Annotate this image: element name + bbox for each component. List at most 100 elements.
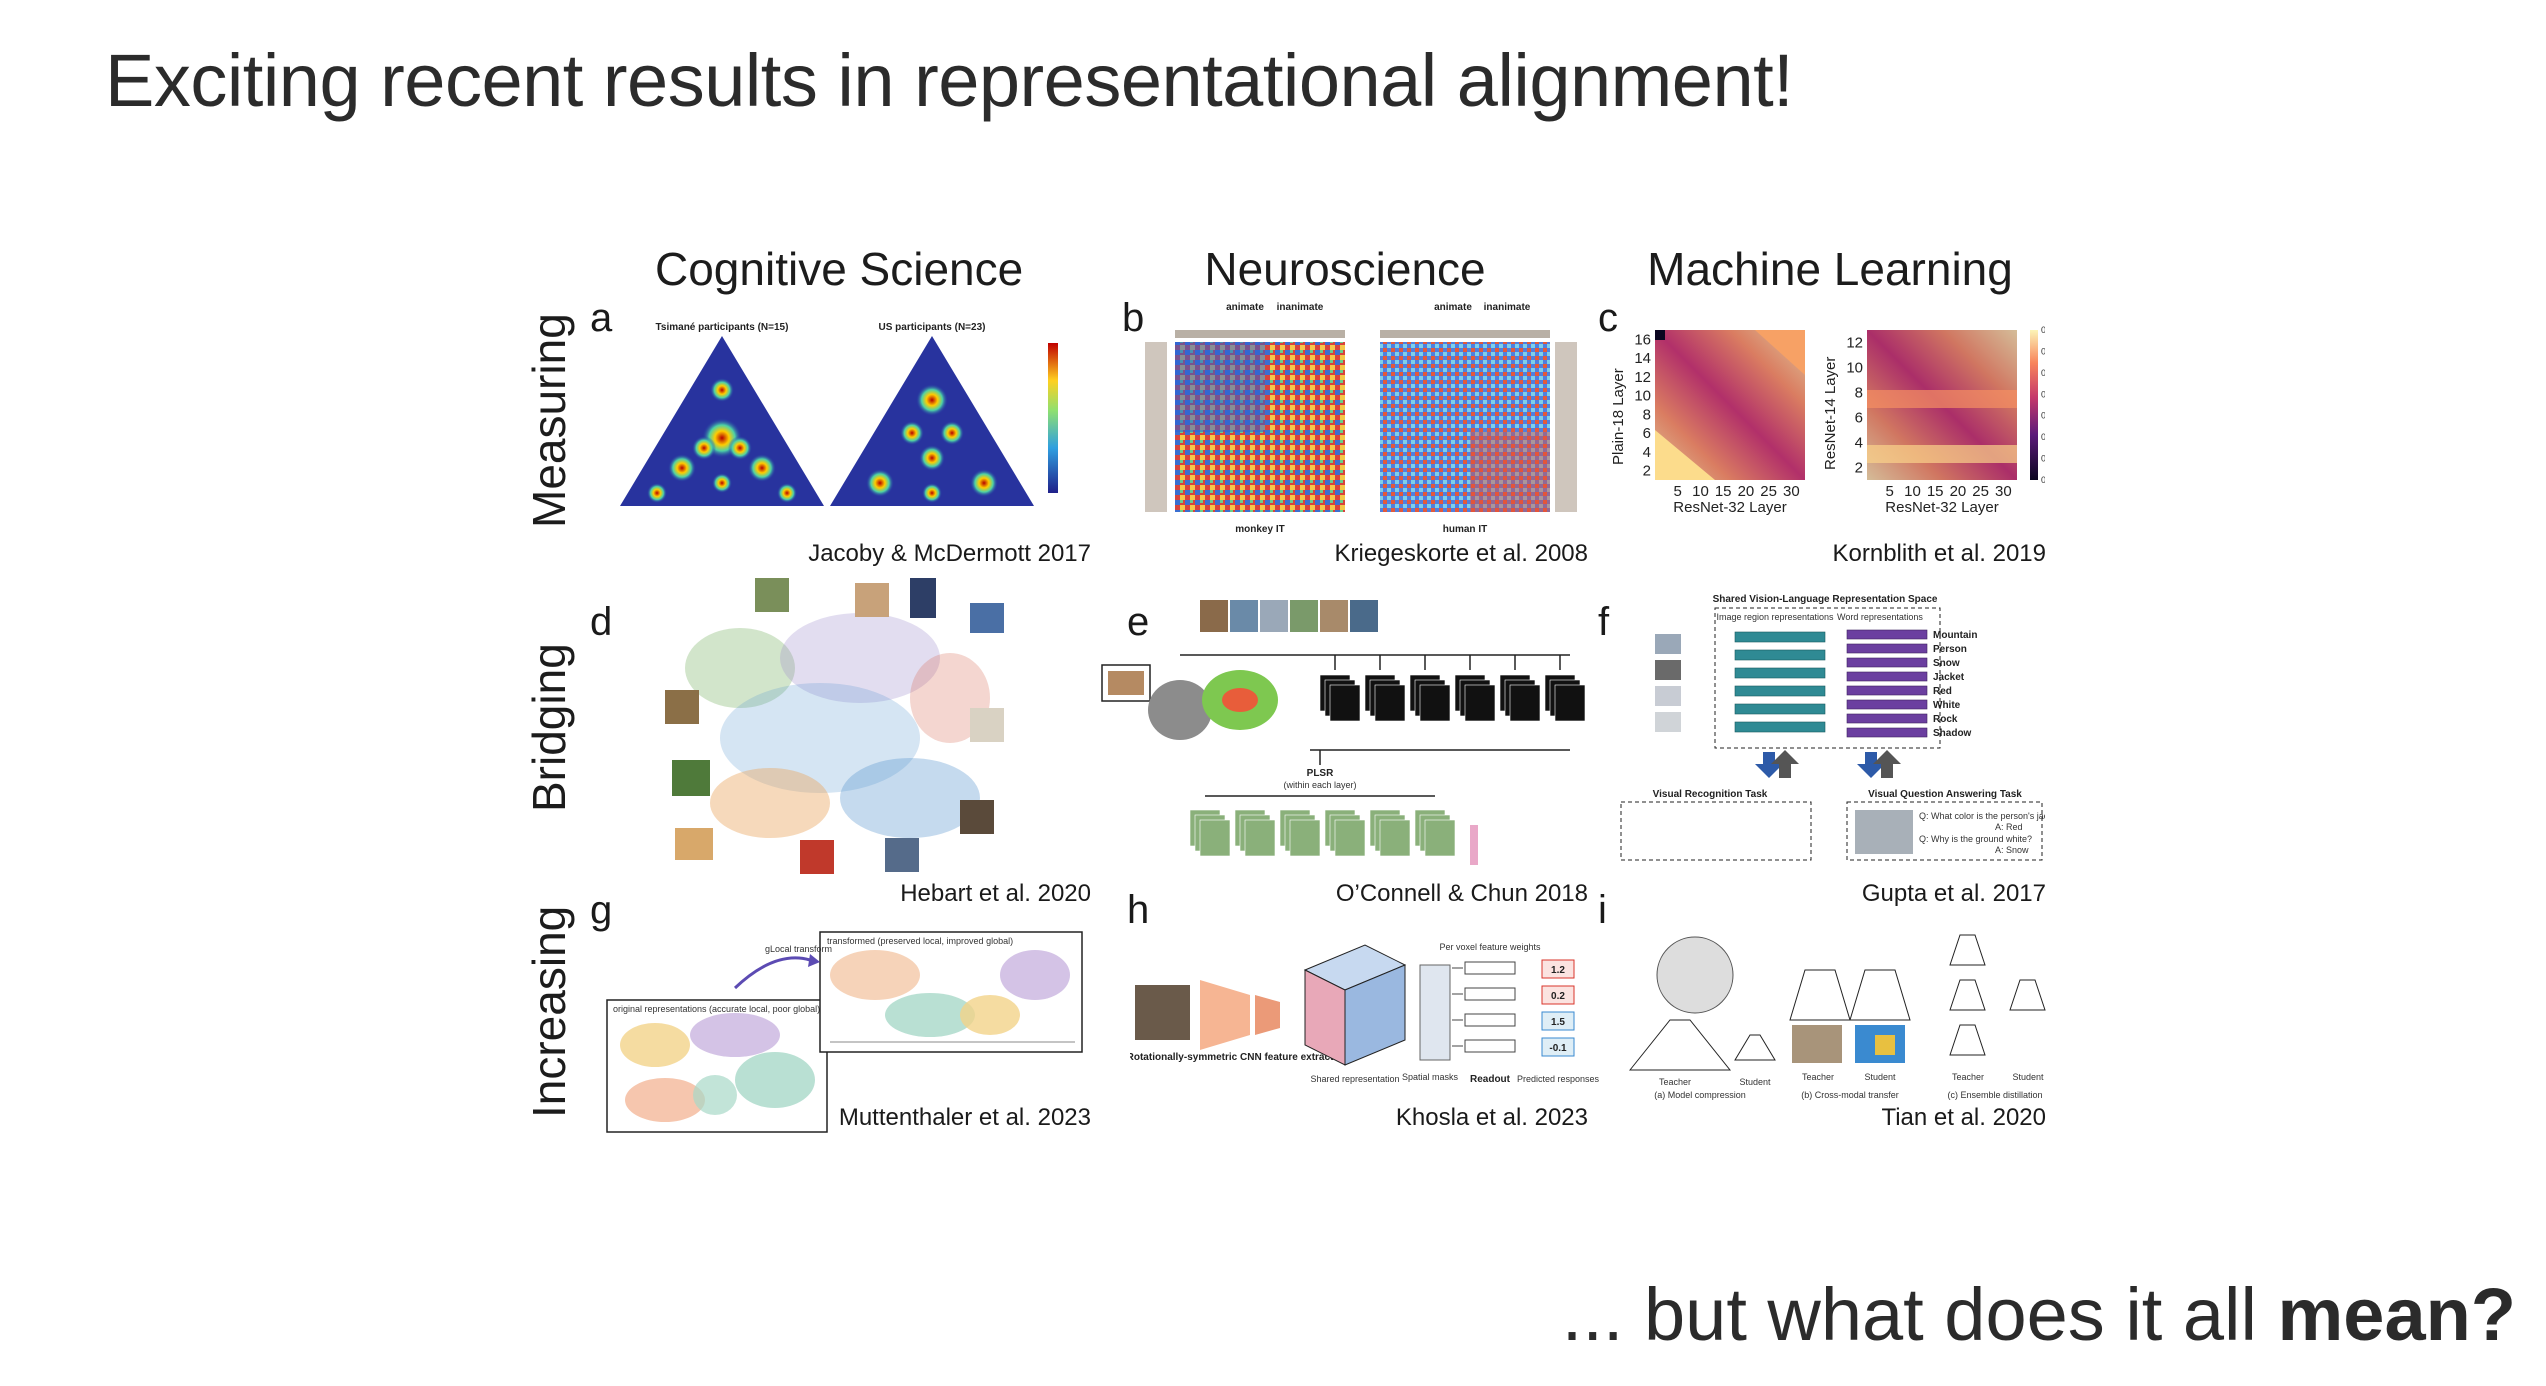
panel-e-citation: O’Connell & Chun 2018	[1335, 880, 1588, 907]
panel-letter-g: g	[590, 888, 613, 932]
panel-a-right-title: US participants (N=23)	[879, 322, 986, 333]
row-header-bridging: Bridging	[523, 643, 575, 812]
panel-c-colorbar-tick: 0.7	[2041, 368, 2045, 378]
panel-letter-i: i	[1598, 888, 1607, 932]
panel-c-right-ylabel: ResNet-14 Layer	[1822, 357, 1839, 470]
panel-h-response-box	[1541, 959, 1575, 979]
panel-c-ytick: 4	[1643, 444, 1651, 461]
panel-h-weights-label: Per voxel feature weights	[1439, 942, 1541, 952]
column-header-cognitive-science: Cognitive Science	[655, 243, 1024, 295]
panel-h-response-box	[1541, 1011, 1575, 1031]
panel-f-word-bar	[1846, 629, 1928, 640]
panel-b-inanimate-right: inanimate	[1484, 302, 1531, 313]
panel-h-cnn-readout: Rotationally-symmetric CNN feature extra…	[1130, 942, 1600, 1085]
panel-f-task-left: Visual Recognition Task	[1653, 789, 1768, 800]
panel-f-word-label: Word representations	[1837, 612, 1923, 622]
panel-a-triangle-plots: Tsimané participants (N=15) US participa…	[620, 322, 1058, 506]
panel-c-xtick: 15	[1715, 483, 1732, 500]
panel-f-task-right: Visual Question Answering Task	[1868, 789, 2022, 800]
panel-h-readout-label: Readout	[1470, 1074, 1511, 1085]
panel-b-left-label: monkey IT	[1235, 524, 1284, 535]
panel-c-colorbar-tick: 0.8	[2041, 346, 2045, 356]
panel-g-citation: Muttenthaler et al. 2023	[838, 1104, 1091, 1131]
panel-h-weight-cylinder	[1464, 987, 1516, 1001]
closing-tagline: ... but what does it all mean?	[1562, 1272, 2516, 1357]
panel-i-student-a: Student	[1739, 1077, 1771, 1087]
panel-letter-d: d	[590, 600, 613, 644]
panel-f-a2: A: Snow	[1995, 845, 2029, 855]
panel-f-word-bar	[1846, 671, 1928, 682]
panel-d-citation: Hebart et al. 2020	[900, 880, 1091, 907]
panel-f-region-bar	[1734, 631, 1826, 643]
panel-f-region-bar	[1734, 685, 1826, 697]
panel-c-xtick: 15	[1927, 483, 1944, 500]
panel-f-word: Snow	[1933, 658, 1960, 669]
panel-c-colorbar-tick: 0.6	[2041, 389, 2045, 399]
panel-c-colorbar-ticks: 0.90.80.70.60.50.40.30.2	[2041, 325, 2045, 485]
panel-i-student-b: Student	[1864, 1072, 1896, 1082]
panel-c-ytick: 12	[1846, 335, 1863, 352]
panel-f-word: Shadow	[1933, 728, 1972, 739]
panel-f-region-label: Image region representations	[1716, 612, 1834, 622]
panel-letter-a: a	[590, 296, 613, 340]
panel-e-frame	[1554, 684, 1586, 722]
panel-e-frame	[1379, 819, 1411, 857]
panel-b-right-label: human IT	[1443, 524, 1487, 535]
panel-c-left-xlabel: ResNet-32 Layer	[1673, 499, 1786, 516]
panel-f-word-bar	[1846, 685, 1928, 696]
panel-g-orig-label: original representations (accurate local…	[613, 1004, 820, 1014]
panel-c-xtick: 30	[1783, 483, 1800, 500]
panel-c-ytick: 6	[1643, 425, 1651, 442]
panel-c-colorbar-tick: 0.9	[2041, 325, 2045, 335]
panel-i-sub-b: (b) Cross-modal transfer	[1801, 1090, 1899, 1100]
panel-h-weight-cylinder	[1464, 961, 1516, 975]
panel-c-ytick: 2	[1855, 460, 1863, 477]
tagline-bold: mean?	[2277, 1273, 2516, 1356]
panel-i-teacher-a: Teacher	[1659, 1077, 1691, 1087]
panel-b-citation: Kriegeskorte et al. 2008	[1334, 540, 1589, 567]
panel-b-rdm-matrices: animate inanimate animate inanimate monk…	[1145, 302, 1577, 535]
panel-c-left-heatmap	[1655, 330, 1805, 480]
panel-c-xtick: 20	[1738, 483, 1755, 500]
panel-c-ytick: 6	[1855, 410, 1863, 427]
panel-c-right-heatmap	[1867, 330, 2017, 480]
panel-e-plsr-pipeline: PLSR (within each layer)	[1101, 600, 1586, 865]
panel-f-citation: Gupta et al. 2017	[1861, 880, 2046, 907]
panel-h-pred-label: Predicted responses	[1517, 1074, 1600, 1084]
panel-f-word: Rock	[1933, 714, 1958, 725]
panel-c-colorbar-tick: 0.2	[2041, 475, 2045, 485]
panel-c-ytick: 16	[1634, 331, 1651, 348]
panel-h-response-value: 0.2	[1551, 991, 1565, 1002]
panel-e-frame	[1509, 684, 1541, 722]
panel-b-inanimate-left: inanimate	[1277, 302, 1324, 313]
panel-e-frame	[1419, 684, 1451, 722]
panel-f-vision-language-space: Shared Vision-Language Representation Sp…	[1620, 594, 2045, 861]
panel-c-ytick: 8	[1855, 385, 1863, 402]
panel-c-xtick: 5	[1886, 483, 1894, 500]
panel-h-response-box	[1541, 985, 1575, 1005]
panel-c-xtick: 25	[1760, 483, 1777, 500]
panel-h-response-value: -0.1	[1549, 1043, 1567, 1054]
panel-h-weight-cylinder	[1464, 1039, 1516, 1053]
panel-c-ytick: 10	[1846, 360, 1863, 377]
panel-c-ytick: 12	[1634, 369, 1651, 386]
panel-c-ytick: 2	[1643, 463, 1651, 480]
panel-c-ytick: 14	[1634, 350, 1651, 367]
panel-g-arrow-label: gLocal transform	[765, 944, 832, 954]
panel-c-ytick: 8	[1643, 406, 1651, 423]
panel-letter-h: h	[1127, 888, 1150, 932]
panel-i-teacher-c: Teacher	[1952, 1072, 1984, 1082]
column-header-machine-learning: Machine Learning	[1647, 243, 2013, 295]
tagline-prefix: ... but what does it all	[1561, 1273, 2278, 1356]
panel-e-frame	[1374, 684, 1406, 722]
panel-f-word-bar	[1846, 657, 1928, 668]
panel-f-q2: Q: Why is the ground white?	[1919, 834, 2032, 844]
panel-c-left-ylabel: Plain-18 Layer	[1610, 368, 1627, 465]
panel-f-q1: Q: What color is the person's jacket?	[1919, 811, 2045, 821]
panel-f-region-bar	[1734, 649, 1826, 661]
panel-a-left-title: Tsimané participants (N=15)	[656, 322, 789, 333]
panel-e-frame	[1244, 819, 1276, 857]
panel-c-ytick: 10	[1634, 388, 1651, 405]
